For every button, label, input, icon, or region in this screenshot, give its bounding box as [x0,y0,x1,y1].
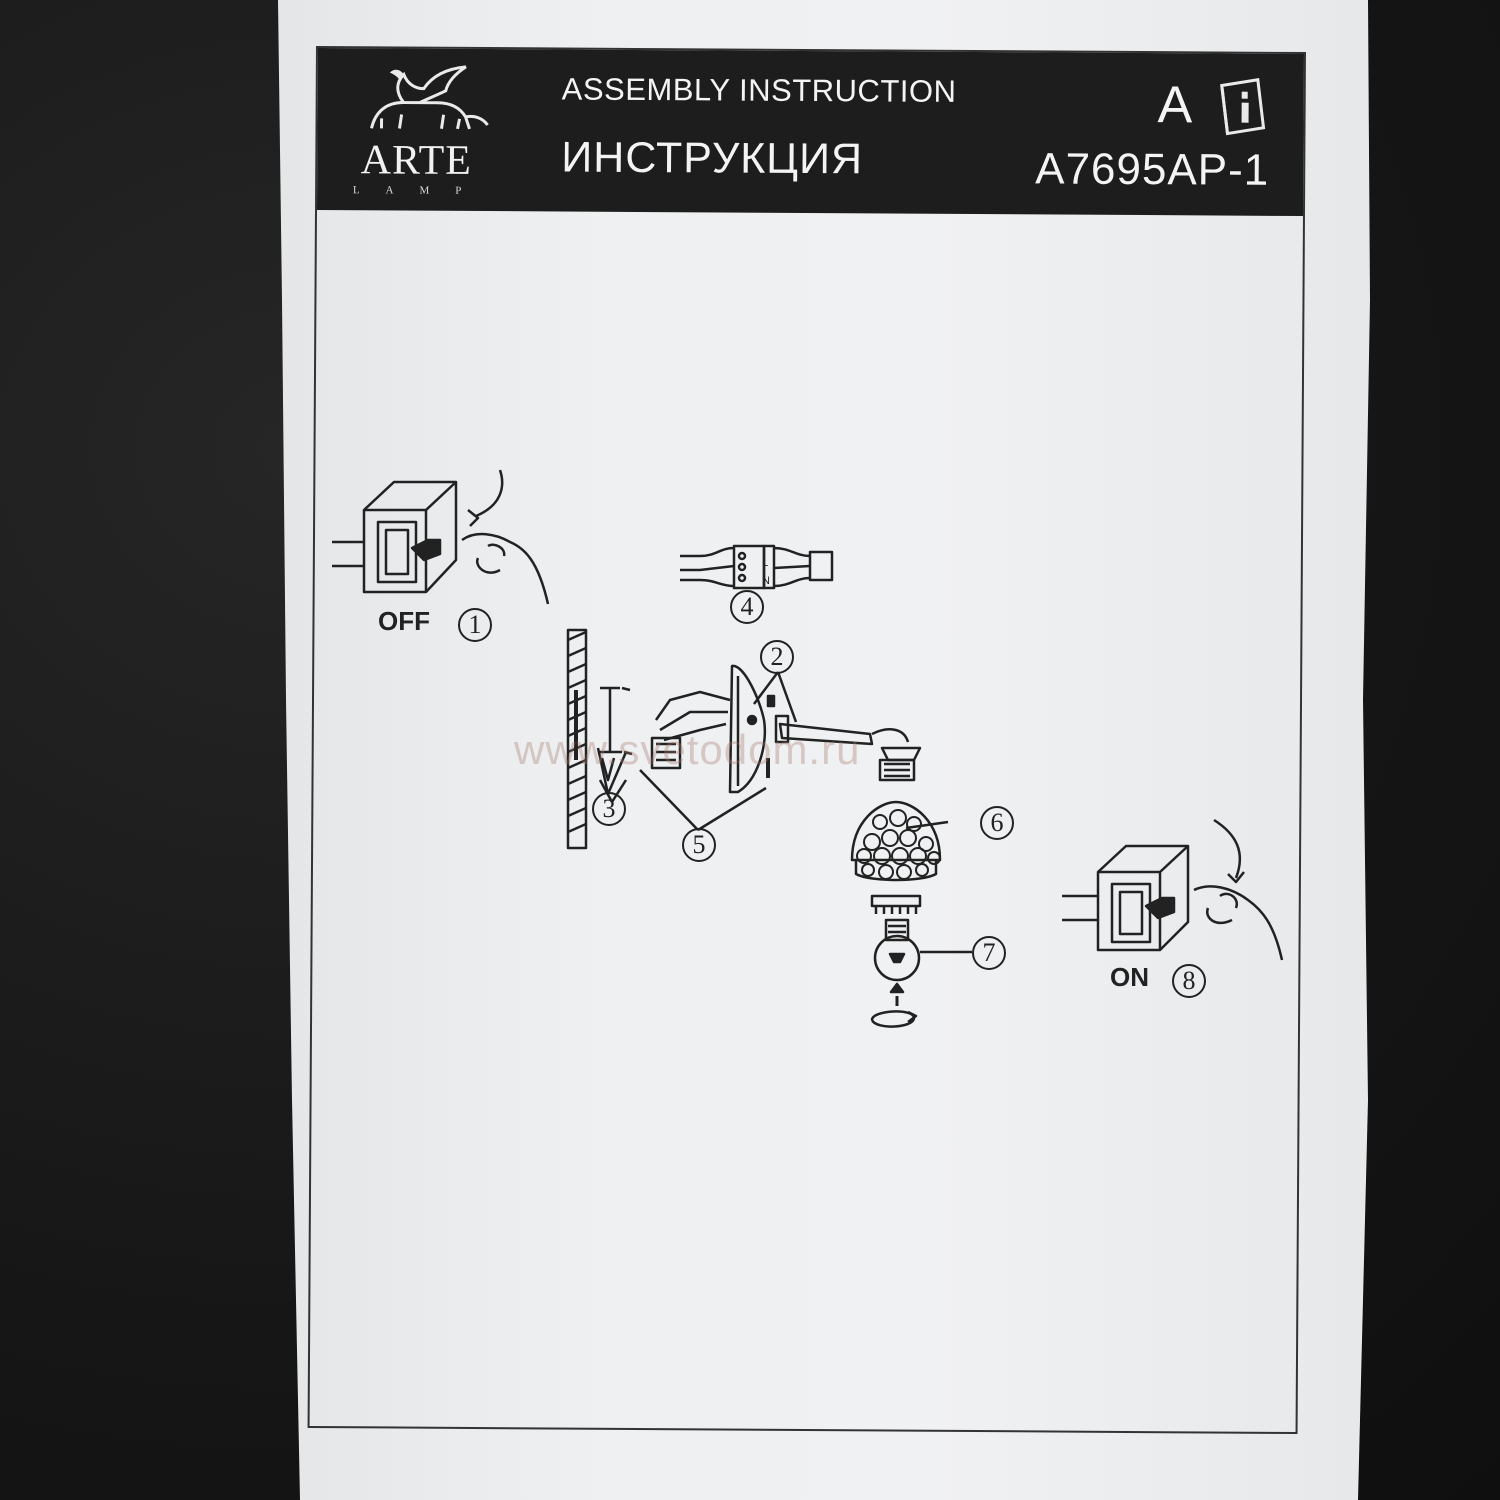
connector-label-l: L [762,557,768,569]
step-4-number: 4 [730,590,764,624]
lamp-arm-illustration [728,664,922,794]
step-1-number: 1 [458,608,492,642]
on-label: ON [1110,962,1149,992]
step-7-number: 7 [972,936,1006,970]
watermark: www.svetodom.ru [514,726,861,773]
connector-label-n: N [762,575,770,587]
info-book-icon [1220,78,1266,136]
header-bar: ARTE LAMP ASSEMBLY INSTRUCTION ИНСТРУКЦИ… [316,48,1304,217]
step-2-number: 2 [760,640,794,674]
step-8-number: 8 [1172,964,1206,998]
instruction-frame: ARTE LAMP ASSEMBLY INSTRUCTION ИНСТРУКЦИ… [307,46,1306,1435]
crystal-shade-illustration [850,800,942,914]
step-3-number: 3 [592,792,626,826]
brand-logo: ARTE LAMP [341,58,502,209]
instruction-sheet [278,0,1370,1500]
off-label: OFF [378,606,430,636]
step-5-number: 5 [682,828,716,862]
wall-mount-illustration [566,628,633,850]
connector-block-illustration [680,544,834,590]
step-6-number: 6 [980,806,1014,840]
griffin-icon [370,65,489,130]
bulb-illustration [870,918,921,1028]
wire-bundle-illustration [650,690,731,770]
switch-off-illustration [332,469,550,605]
switch-on-illustration [1062,818,1284,961]
leader-lines [596,671,972,954]
